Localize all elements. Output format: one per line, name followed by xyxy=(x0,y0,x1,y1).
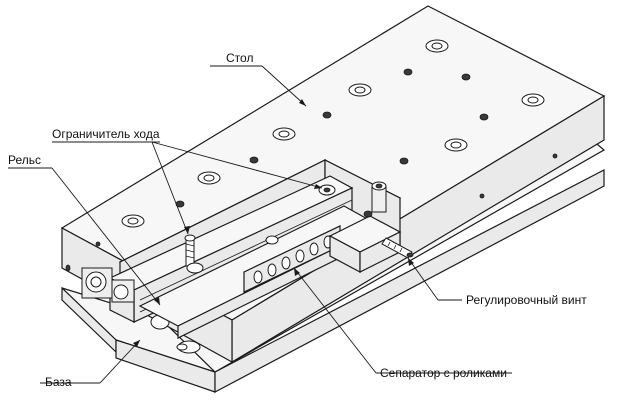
label-base: База xyxy=(45,375,72,389)
label-rail: Рельс xyxy=(8,153,41,167)
label-adjusting-screw: Регулировочный винт xyxy=(466,293,587,307)
leader-lines xyxy=(8,65,512,384)
table-holes xyxy=(121,39,558,245)
label-roller-cage: Сепаратор с роликами xyxy=(380,366,507,380)
end-block-left xyxy=(65,241,135,303)
travel-limiter-screw-left xyxy=(184,234,204,274)
travel-limiter-screw-right xyxy=(318,181,387,213)
label-travel-limiter: Ограничитель хода xyxy=(52,127,160,141)
label-table: Стол xyxy=(226,51,253,65)
